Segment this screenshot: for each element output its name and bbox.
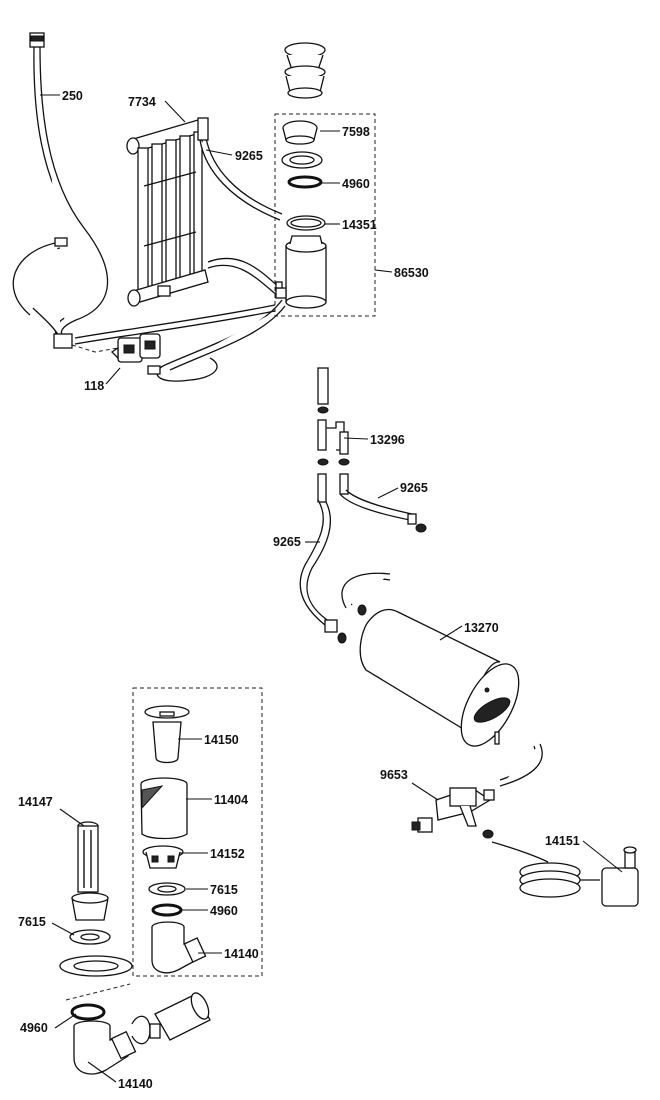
label-13296: 13296: [370, 433, 405, 447]
washer-7615-left: [69, 929, 111, 945]
label-7734: 7734: [128, 95, 156, 109]
cap-7598: [282, 120, 318, 145]
flange-disc: [59, 955, 133, 977]
label-4960-top: 4960: [342, 177, 370, 191]
label-14147: 14147: [18, 795, 53, 809]
label-250: 250: [62, 89, 83, 103]
filter-bank-7734: [126, 119, 209, 307]
label-9265-top: 9265: [235, 149, 263, 163]
label-14150: 14150: [204, 733, 239, 747]
pump-9653: [411, 787, 495, 839]
label-14140-left: 14140: [118, 1077, 153, 1091]
label-14152: 14152: [210, 847, 245, 861]
assembly-box-bottom: [132, 687, 263, 977]
label-9265-mid-right: 9265: [400, 481, 428, 495]
supply-hose-250: [29, 32, 109, 341]
leader-lines: [40, 94, 623, 1083]
panel-dashed: [65, 983, 131, 1001]
ring-nut: [281, 151, 323, 169]
elbow-14140-left: [73, 1020, 137, 1075]
label-86530: 86530: [394, 266, 429, 280]
hose-9265-left: [299, 499, 338, 633]
strainer-14150: [144, 705, 190, 764]
label-14151: 14151: [545, 834, 580, 848]
label-4960-left: 4960: [20, 1021, 48, 1035]
label-11404: 11404: [214, 793, 248, 807]
hose-9265-right: [339, 489, 427, 533]
label-7615-left: 7615: [18, 915, 46, 929]
label-4960-right: 4960: [210, 904, 238, 918]
label-14140-right: 14140: [224, 947, 259, 961]
assembly-box-86530: [274, 113, 376, 317]
label-9265-mid-left: 9265: [273, 535, 301, 549]
valve-118: [110, 333, 161, 375]
cartridge-top-exploded: [284, 42, 326, 99]
part-labels: 250 7734 9265 7598 4960 14351 86530 118 …: [18, 89, 580, 1091]
hose-loop-left: [12, 237, 119, 353]
label-13270: 13270: [464, 621, 499, 635]
clamp-and-fitting: [131, 992, 211, 1045]
label-7598: 7598: [342, 125, 370, 139]
label-14351: 14351: [342, 218, 377, 232]
tube-fitting-13296: [317, 367, 350, 503]
elbow-14140-right: [151, 921, 207, 974]
holder-left: [71, 892, 109, 921]
oring-4960-top: [287, 175, 323, 189]
tank-13270: [337, 572, 520, 747]
tube-14147: [77, 821, 99, 893]
oring-4960-right: [151, 903, 183, 917]
hose-lower-loop: [74, 257, 286, 382]
filter-cartridge-11404: [140, 777, 188, 840]
oring-4960-left: [70, 1003, 106, 1021]
seal-14351: [286, 215, 326, 231]
washer-7615-right: [148, 882, 186, 896]
label-7615-right: 7615: [210, 883, 238, 897]
coil-14151: [491, 841, 639, 907]
hose-9265-top: [197, 117, 283, 221]
holder-14152: [142, 845, 184, 869]
label-9653: 9653: [380, 768, 408, 782]
label-118: 118: [84, 379, 104, 393]
hose-to-tank: [499, 743, 543, 787]
filter-housing: [275, 235, 327, 309]
